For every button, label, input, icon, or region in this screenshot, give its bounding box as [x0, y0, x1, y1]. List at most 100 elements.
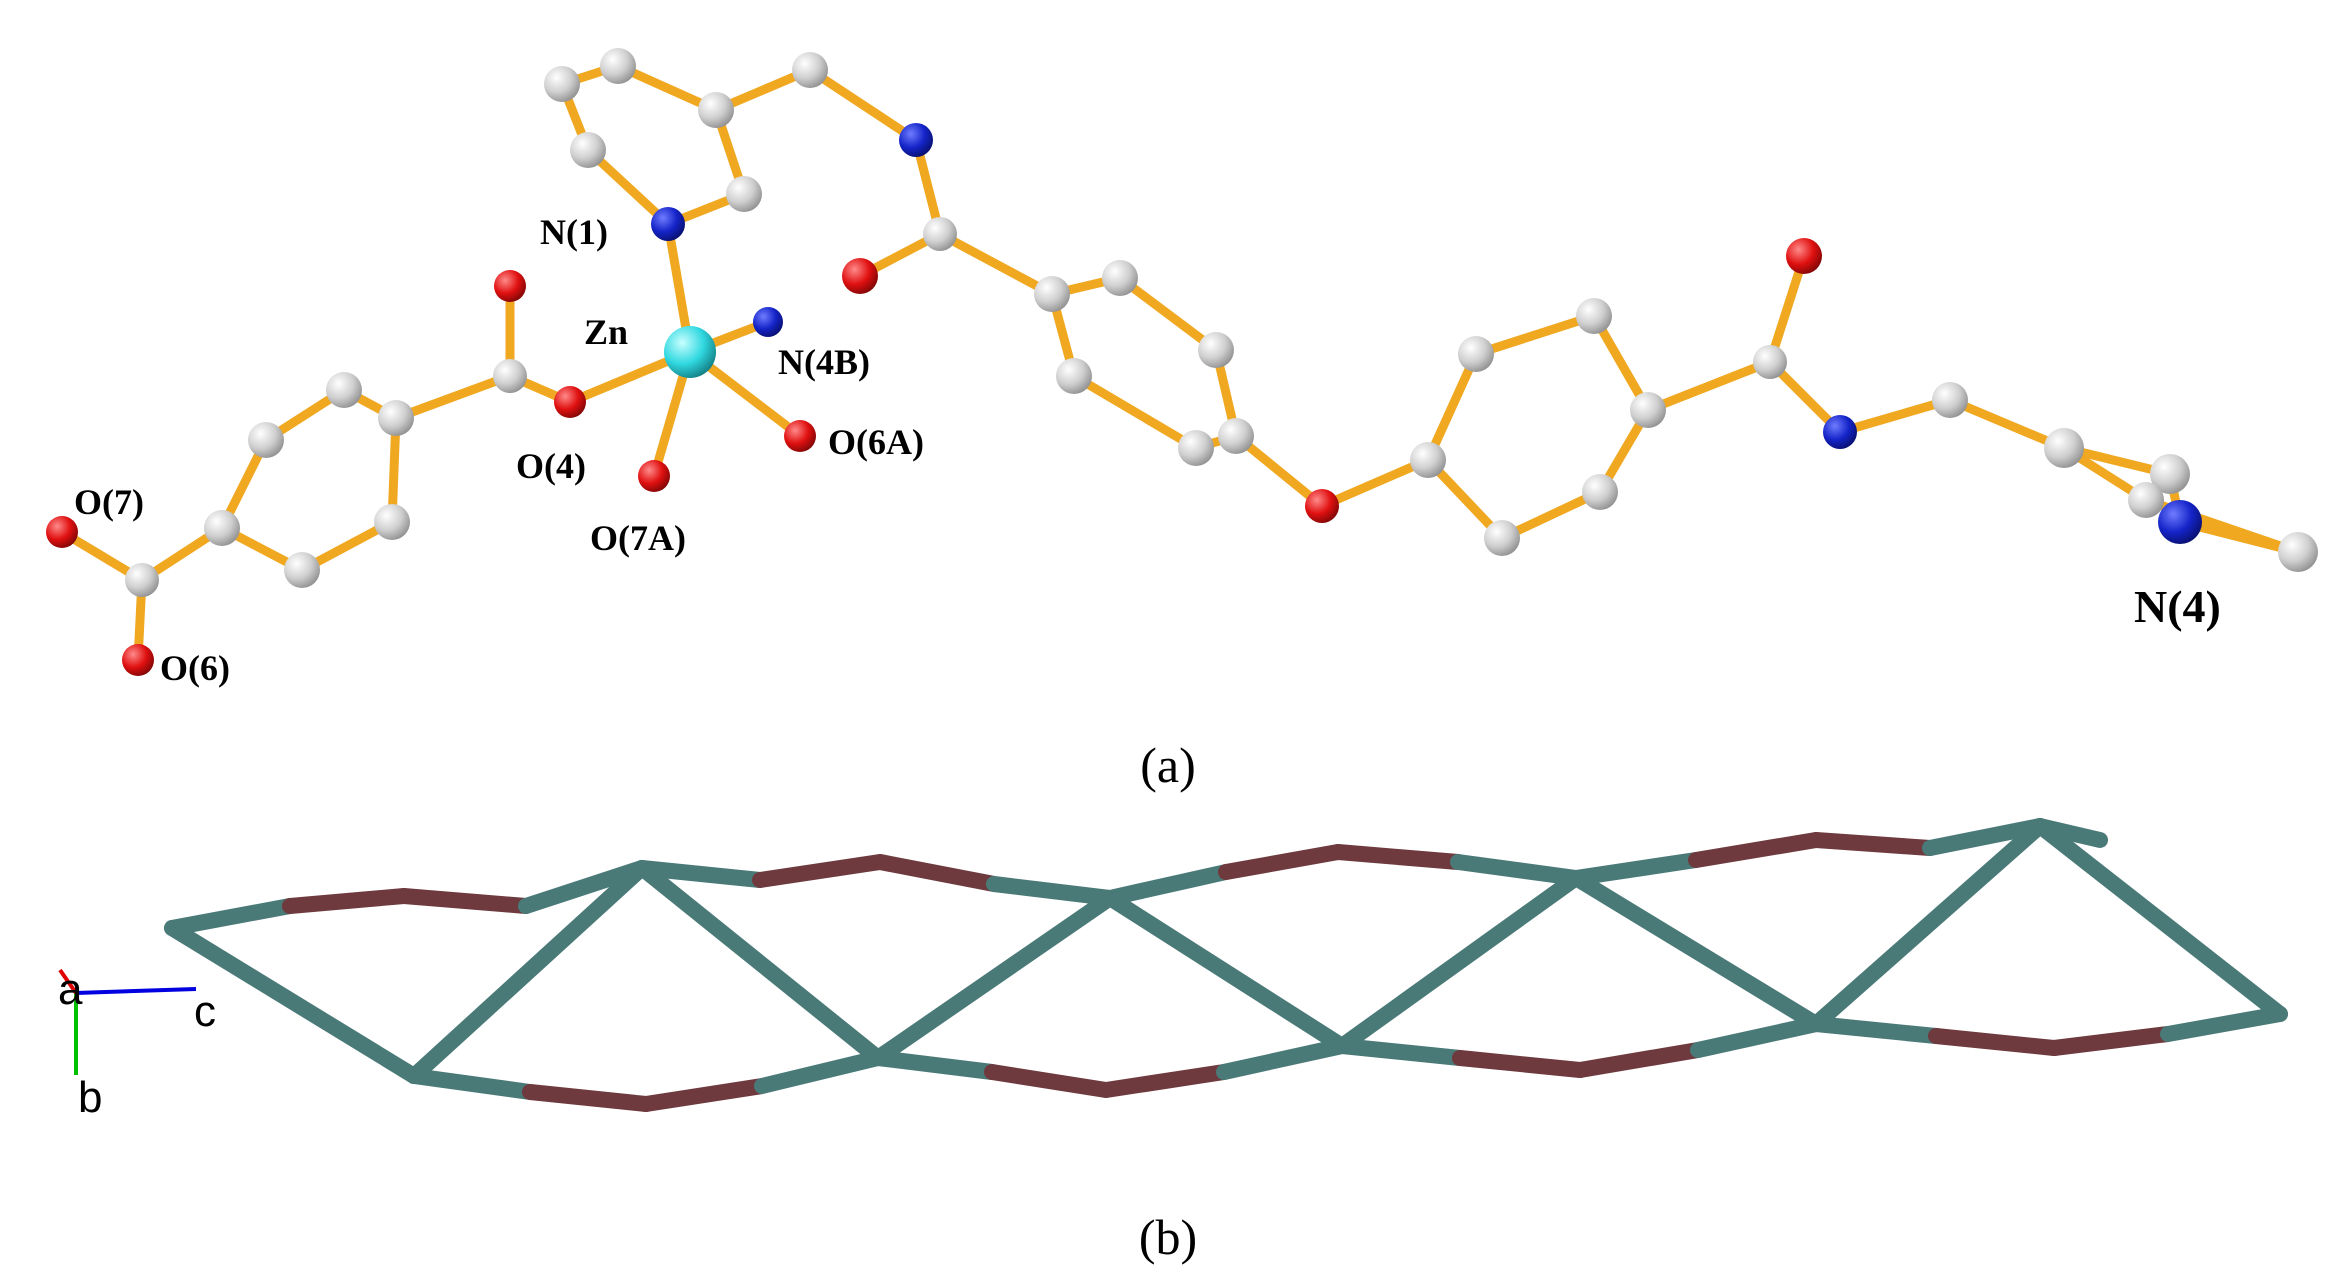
bonds-layer — [57, 61, 2303, 665]
network-rod-36 — [1102, 890, 1350, 1054]
network-rod-26 — [1572, 1042, 1706, 1078]
bond-b2d-cam2 — [1643, 357, 1775, 415]
atom-c-cam1 — [923, 217, 957, 251]
network-rod-9 — [1218, 844, 1346, 880]
caption-b: (b) — [1139, 1209, 1197, 1265]
atom-c-b2b — [1458, 336, 1494, 372]
label-n4b: N(4B) — [778, 342, 870, 382]
bond-b2b-b2c — [1471, 311, 1599, 359]
network-rod-17 — [522, 1084, 654, 1112]
label-n1: N(1) — [540, 212, 608, 252]
network-rod-8 — [1102, 864, 1234, 906]
atom-c-pyC — [2278, 532, 2318, 572]
network-rod-33 — [406, 860, 650, 1084]
network-rod-23 — [1216, 1038, 1350, 1080]
atom-c-b1e — [1178, 430, 1214, 466]
atom-o-o6a — [784, 420, 816, 452]
atom-c-r1b — [326, 372, 362, 408]
network-rod-0 — [164, 898, 298, 936]
atom-c-p2 — [600, 48, 636, 84]
network-rod-27 — [1690, 1016, 1824, 1058]
network-rod-1 — [282, 888, 412, 914]
atom-c-p4 — [726, 176, 762, 212]
network-rod-4 — [634, 860, 768, 888]
label-o4: O(4) — [516, 446, 586, 486]
axis-a-label: a — [58, 965, 83, 1014]
bond-cam2-oam2 — [1765, 251, 1809, 367]
atom-c-r1e — [284, 552, 320, 588]
atom-o-o7 — [46, 516, 78, 548]
network-rod-24 — [1334, 1038, 1468, 1066]
network-layer — [164, 818, 2288, 1112]
axis-b-label: b — [78, 1073, 102, 1122]
atom-c-b1a — [1034, 276, 1070, 312]
atom-n-n4b — [753, 307, 783, 337]
atom-n-n1 — [651, 207, 685, 241]
bond-b1d-oeth — [1231, 431, 1327, 511]
network-rod-20 — [870, 1050, 1000, 1080]
label-o6a: O(6A) — [828, 422, 924, 462]
atom-c-b2a — [1410, 442, 1446, 478]
network-rod-39 — [1808, 818, 2048, 1032]
axis-a-line — [58, 968, 78, 995]
bond-b2c-b2d — [1589, 311, 1653, 415]
atom-c-ch2a — [792, 52, 828, 88]
atom-n-n2 — [899, 123, 933, 157]
network-rod-10 — [1330, 844, 1466, 870]
atom-c-ch2b — [1932, 382, 1968, 418]
network-rod-13 — [1688, 832, 1824, 868]
atom-c-r1f — [374, 504, 410, 540]
bond-oeth-b2a — [1317, 455, 1433, 511]
bond-b1b-b1c — [1115, 273, 1221, 355]
network-rod-14 — [1808, 832, 1938, 856]
label-o7a: O(7A) — [590, 518, 686, 558]
network-rod-16 — [406, 1068, 538, 1100]
atom-c-pyA — [2044, 428, 2084, 468]
network-rod-2 — [396, 888, 534, 914]
atom-o-o7a — [638, 460, 670, 492]
network-rod-3 — [518, 860, 650, 914]
network-rod-30 — [2046, 1026, 2176, 1056]
network-rod-25 — [1452, 1050, 1588, 1078]
atom-c-pyD — [2128, 482, 2164, 518]
atom-c-b1b — [1102, 260, 1138, 296]
atom-c-pyB — [2150, 454, 2190, 494]
atom-c-r1a — [378, 400, 414, 436]
caption-a: (a) — [1140, 737, 1196, 793]
network-rod-38 — [1568, 870, 1824, 1032]
network-rod-15 — [1922, 818, 2048, 856]
axis-triad: a b c — [58, 965, 216, 1122]
network-rod-7 — [986, 876, 1118, 906]
network-rod-19 — [754, 1050, 886, 1094]
network-rod-29 — [1928, 1028, 2062, 1056]
network-rod-22 — [1098, 1064, 1232, 1098]
network-rod-35 — [870, 890, 1118, 1066]
bond-b1e-b1f — [1069, 371, 1201, 453]
atom-c-b1d — [1218, 418, 1254, 454]
network-rod-11 — [1450, 854, 1584, 886]
network-rod-28 — [1808, 1016, 1944, 1044]
atom-c-b1c — [1198, 332, 1234, 368]
atom-o-oeth — [1305, 489, 1339, 523]
atom-c-b2d — [1630, 392, 1666, 428]
atom-c-p3 — [698, 92, 734, 128]
atom-n-n4 — [2158, 500, 2202, 544]
atom-zn-znc — [664, 326, 716, 378]
network-rod-32 — [164, 920, 422, 1084]
atom-o-oam1 — [842, 258, 878, 294]
label-o6: O(6) — [160, 648, 230, 688]
network-rod-21 — [984, 1064, 1114, 1098]
atom-c-b2f — [1484, 520, 1520, 556]
atom-o-oam2 — [1786, 238, 1822, 274]
bond-n3-ch2b — [1835, 395, 1955, 437]
label-n4: N(4) — [2134, 581, 2221, 632]
label-zn: Zn — [584, 312, 628, 352]
atoms-layer — [46, 48, 2318, 676]
atom-o-oA — [494, 270, 526, 302]
network-rod-12 — [1568, 852, 1704, 886]
network-rod-41 — [2032, 818, 2108, 848]
label-o7: O(7) — [74, 482, 144, 522]
atom-c-cA — [493, 359, 527, 393]
